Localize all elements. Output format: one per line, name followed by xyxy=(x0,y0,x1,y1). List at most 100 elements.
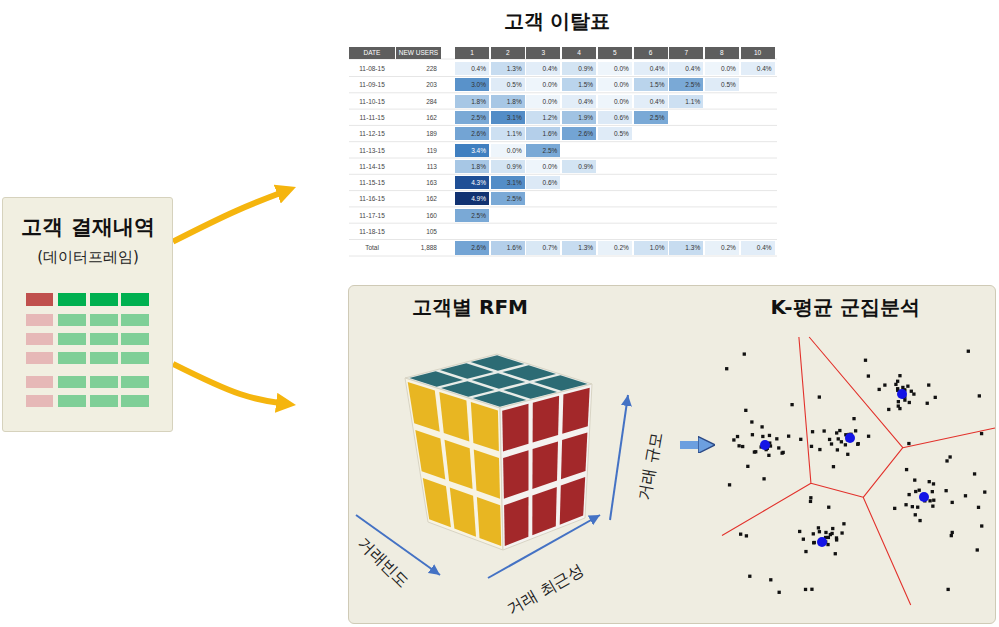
data-point xyxy=(809,500,812,503)
table-value: 0.4% xyxy=(526,62,560,75)
data-point xyxy=(732,438,735,441)
table-count: 1,888 xyxy=(396,241,441,255)
node-heading: 고객별 RFM xyxy=(412,294,528,321)
data-point xyxy=(857,442,860,445)
data-point xyxy=(951,501,954,504)
dataframe-cell xyxy=(26,352,53,364)
dataframe-cell xyxy=(90,376,118,388)
table-rule xyxy=(349,109,777,110)
data-point xyxy=(748,575,751,578)
table-value: 0.2% xyxy=(598,241,632,255)
data-point xyxy=(951,531,954,534)
cube-sticker xyxy=(474,450,500,499)
table-value: 0.4% xyxy=(741,62,775,75)
data-point xyxy=(836,448,839,451)
table-rule xyxy=(349,92,777,93)
data-point xyxy=(931,490,934,493)
table-value: 0.6% xyxy=(526,176,560,189)
data-point xyxy=(804,588,807,591)
data-point xyxy=(931,504,934,507)
centroid xyxy=(760,440,770,450)
table-rule xyxy=(349,125,777,126)
data-point xyxy=(777,446,780,449)
centroid xyxy=(845,433,855,443)
table-header: 7 xyxy=(669,47,703,59)
table-value: 0.9% xyxy=(562,160,596,173)
table-value: 1.6% xyxy=(491,241,525,255)
data-point xyxy=(753,450,756,453)
data-point xyxy=(914,490,917,493)
data-point xyxy=(928,480,931,483)
data-point xyxy=(844,443,847,446)
table-count: 203 xyxy=(396,78,441,91)
data-point xyxy=(739,533,742,536)
data-point xyxy=(907,442,910,445)
data-point xyxy=(948,455,951,458)
data-point xyxy=(767,454,770,457)
dataframe-cell xyxy=(90,352,118,364)
dataframe-cell xyxy=(58,293,86,306)
dataframe-cell xyxy=(90,333,118,345)
data-point xyxy=(926,402,929,405)
data-point xyxy=(835,431,838,434)
cube-sticker xyxy=(471,402,499,451)
cube-sticker xyxy=(502,404,528,452)
dataframe-cell xyxy=(26,314,53,326)
table-value: 1.1% xyxy=(669,95,703,108)
data-point xyxy=(927,383,930,386)
data-point xyxy=(864,359,867,362)
table-value: 0.9% xyxy=(562,62,596,75)
table-value: 2.5% xyxy=(669,78,703,91)
data-point xyxy=(778,591,781,594)
data-point xyxy=(867,374,870,377)
table-value: 4.9% xyxy=(455,192,489,205)
table-row-label: Total xyxy=(349,241,395,255)
dataframe-cell xyxy=(26,376,53,388)
data-point xyxy=(818,530,821,533)
data-point xyxy=(912,392,915,395)
data-point xyxy=(878,388,881,391)
data-point xyxy=(737,444,740,447)
table-value: 0.4% xyxy=(634,62,668,75)
data-point xyxy=(762,477,765,480)
cube-sticker xyxy=(439,392,469,442)
data-point xyxy=(893,507,896,510)
flow-arrow xyxy=(173,187,296,242)
data-point xyxy=(810,588,813,591)
cube-sticker xyxy=(445,440,473,489)
data-point xyxy=(744,409,747,412)
data-point xyxy=(818,448,821,451)
table-value: 1.8% xyxy=(491,95,525,108)
table-value: 0.4% xyxy=(634,95,668,108)
data-point xyxy=(964,494,967,497)
data-point xyxy=(903,398,906,401)
table-value: 3.1% xyxy=(491,176,525,189)
table-value: 1.0% xyxy=(634,241,668,255)
cube-sticker xyxy=(503,450,528,498)
table-value: 0.5% xyxy=(598,127,632,140)
data-point xyxy=(824,531,827,534)
data-point xyxy=(832,465,835,468)
table-rule xyxy=(349,239,777,240)
dataframe-cell xyxy=(90,293,118,306)
cube-sticker xyxy=(415,430,445,480)
cube-sticker xyxy=(502,365,556,380)
data-point xyxy=(828,438,831,441)
table-value: 1.8% xyxy=(455,95,489,108)
table-value: 2.5% xyxy=(455,111,489,124)
table-row-label: 11-16-15 xyxy=(349,192,395,205)
table-value: 1.6% xyxy=(526,127,560,140)
data-point xyxy=(944,489,947,492)
table-count: 162 xyxy=(396,192,441,205)
data-point xyxy=(867,435,870,438)
table-value: 0.0% xyxy=(526,78,560,91)
data-point xyxy=(896,380,899,383)
data-point xyxy=(978,394,981,397)
data-point xyxy=(894,383,897,386)
table-value: 0.0% xyxy=(598,62,632,75)
table-count: 162 xyxy=(396,111,441,124)
cube-sticker xyxy=(532,441,558,489)
node-heading: 고객 이탈표 xyxy=(504,8,611,35)
data-point xyxy=(802,538,805,541)
data-point xyxy=(835,538,838,541)
